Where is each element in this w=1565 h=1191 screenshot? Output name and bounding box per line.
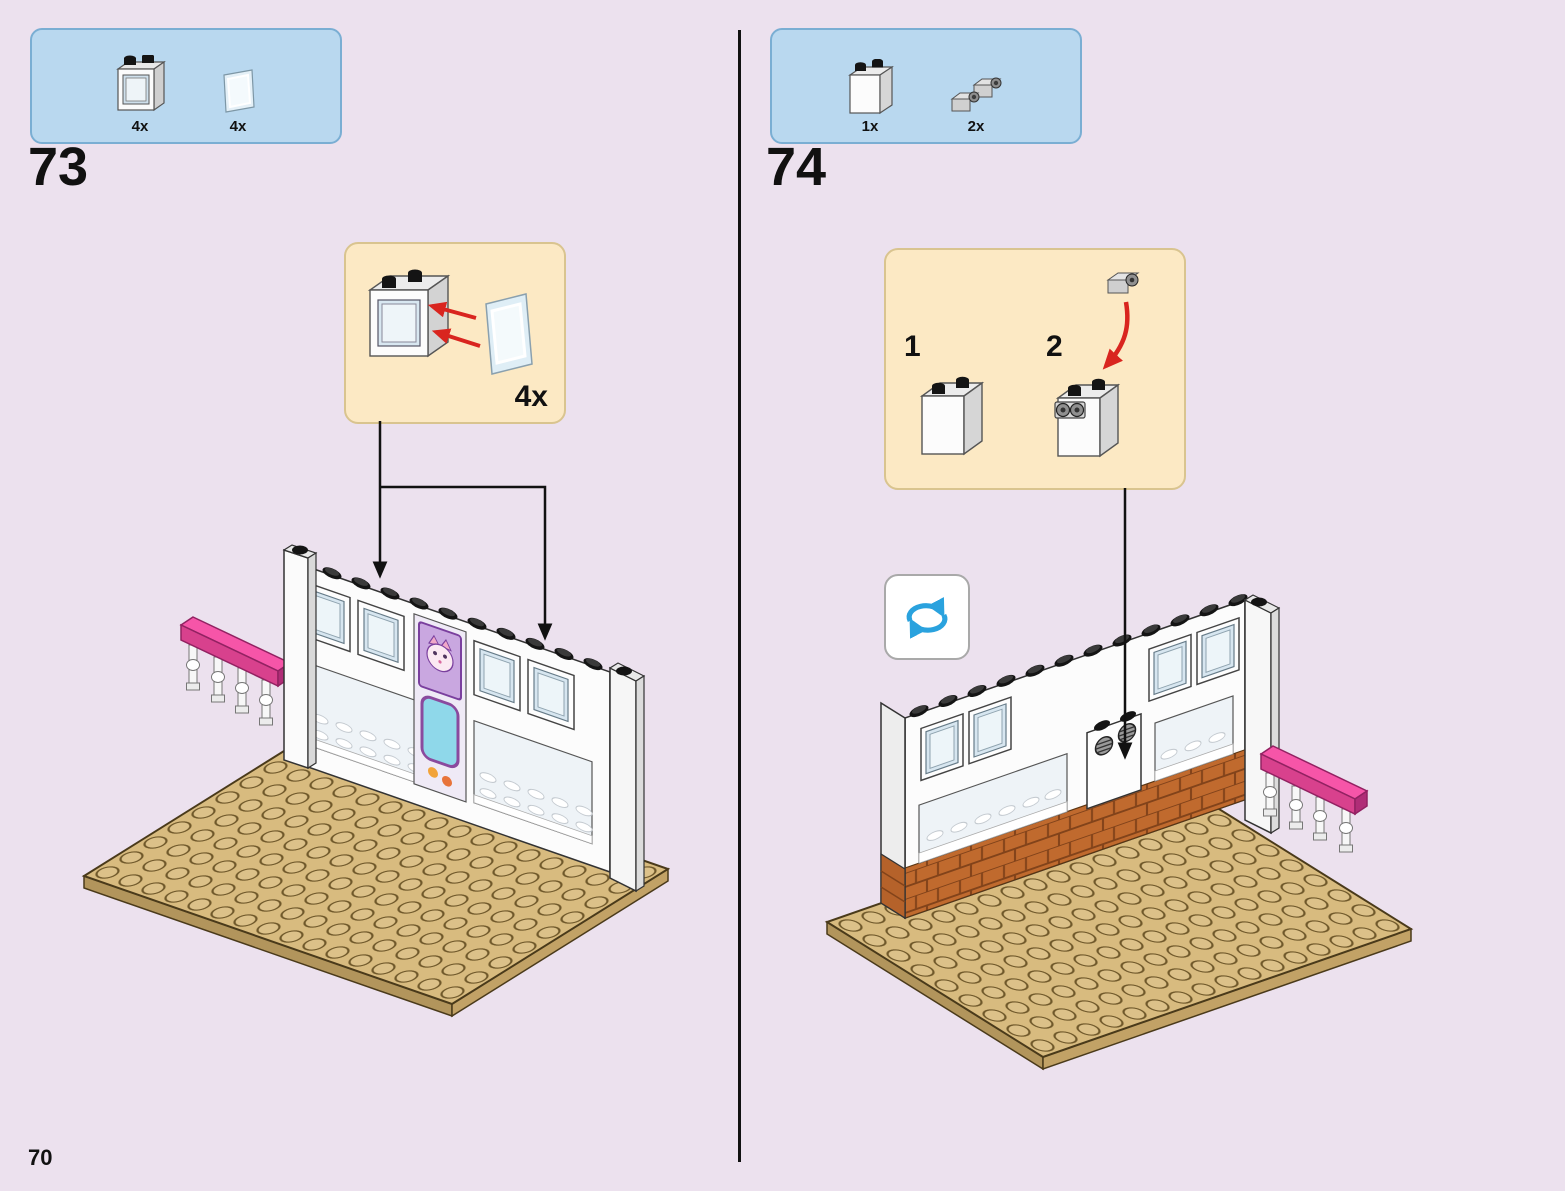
part-count: 4x xyxy=(131,118,149,135)
lower-opening-right xyxy=(1154,695,1234,782)
grille-piece-front xyxy=(950,91,980,112)
grille-plate-icon xyxy=(950,77,1002,112)
pointer-lines-73 xyxy=(372,421,553,641)
callout-73-drawing xyxy=(367,269,533,375)
callout-74-drawing xyxy=(919,272,1140,458)
wall-end-post-right xyxy=(608,662,646,893)
glass-pane-icon xyxy=(223,69,255,113)
window-frame-icon xyxy=(116,55,166,112)
callout-count: 4x xyxy=(514,380,548,413)
balusters xyxy=(1263,772,1353,853)
parts-callout-step73: 4x 4x xyxy=(30,28,342,144)
part-count: 4x xyxy=(229,118,247,135)
grille-pieces xyxy=(1094,722,1137,756)
balusters xyxy=(186,644,273,726)
step-73-number: 73 xyxy=(28,137,89,197)
poster-strip xyxy=(413,613,467,803)
page-number: 70 xyxy=(28,1145,53,1170)
parts-callout-step74: 1x 2x xyxy=(770,28,1082,144)
grille-brick-tower xyxy=(1086,709,1142,810)
substep-2-assembly xyxy=(1054,378,1121,458)
assembly-callout-74: 1 2 xyxy=(884,248,1186,490)
part-window-frame: 4x xyxy=(112,55,168,134)
part-count: 2x xyxy=(967,118,985,135)
wall-end-face-left xyxy=(880,701,906,920)
window-frame-piece xyxy=(367,269,451,358)
back-wall xyxy=(287,554,611,874)
lower-opening-right xyxy=(473,719,593,845)
part-count: 1x xyxy=(861,118,879,135)
glass-pane-piece xyxy=(485,293,533,375)
insert-arrow xyxy=(1102,301,1130,370)
pointer-line-74 xyxy=(1117,488,1133,760)
substep-1-label: 1 xyxy=(904,330,921,363)
column-divider xyxy=(738,30,741,1162)
window xyxy=(527,658,575,731)
insert-arrows xyxy=(427,301,481,348)
white-brick-icon xyxy=(848,59,894,115)
rotate-model-indicator xyxy=(884,574,970,660)
substep-2-label: 2 xyxy=(1046,330,1063,363)
grille-piece-back xyxy=(972,77,1002,98)
assembly-callout-73: 4x xyxy=(344,242,566,424)
part-white-brick: 1x xyxy=(844,59,896,134)
window xyxy=(920,712,964,782)
baseplate xyxy=(81,739,670,1018)
window xyxy=(968,696,1012,765)
pink-railing xyxy=(179,616,292,726)
assembly-illustration-74 xyxy=(824,591,1414,1071)
rotate-view-icon xyxy=(906,597,948,639)
pink-railing xyxy=(1259,745,1369,853)
baseplate xyxy=(824,792,1414,1071)
window xyxy=(357,599,405,672)
wall-end-post-left xyxy=(282,544,318,770)
part-glass-pane: 4x xyxy=(216,67,260,134)
back-wall xyxy=(904,591,1248,920)
window xyxy=(473,639,521,712)
floating-grille-piece xyxy=(1106,272,1140,294)
window xyxy=(1148,633,1192,703)
stud-grid xyxy=(827,794,1411,1057)
lower-opening-left xyxy=(918,752,1068,864)
window xyxy=(1196,616,1240,686)
step-74-number: 74 xyxy=(766,137,827,197)
substep-1-brick xyxy=(919,376,985,456)
assembly-illustration-73 xyxy=(81,544,670,1018)
part-grille-plate: 2x xyxy=(944,73,1008,134)
stud-grid xyxy=(84,741,668,1004)
